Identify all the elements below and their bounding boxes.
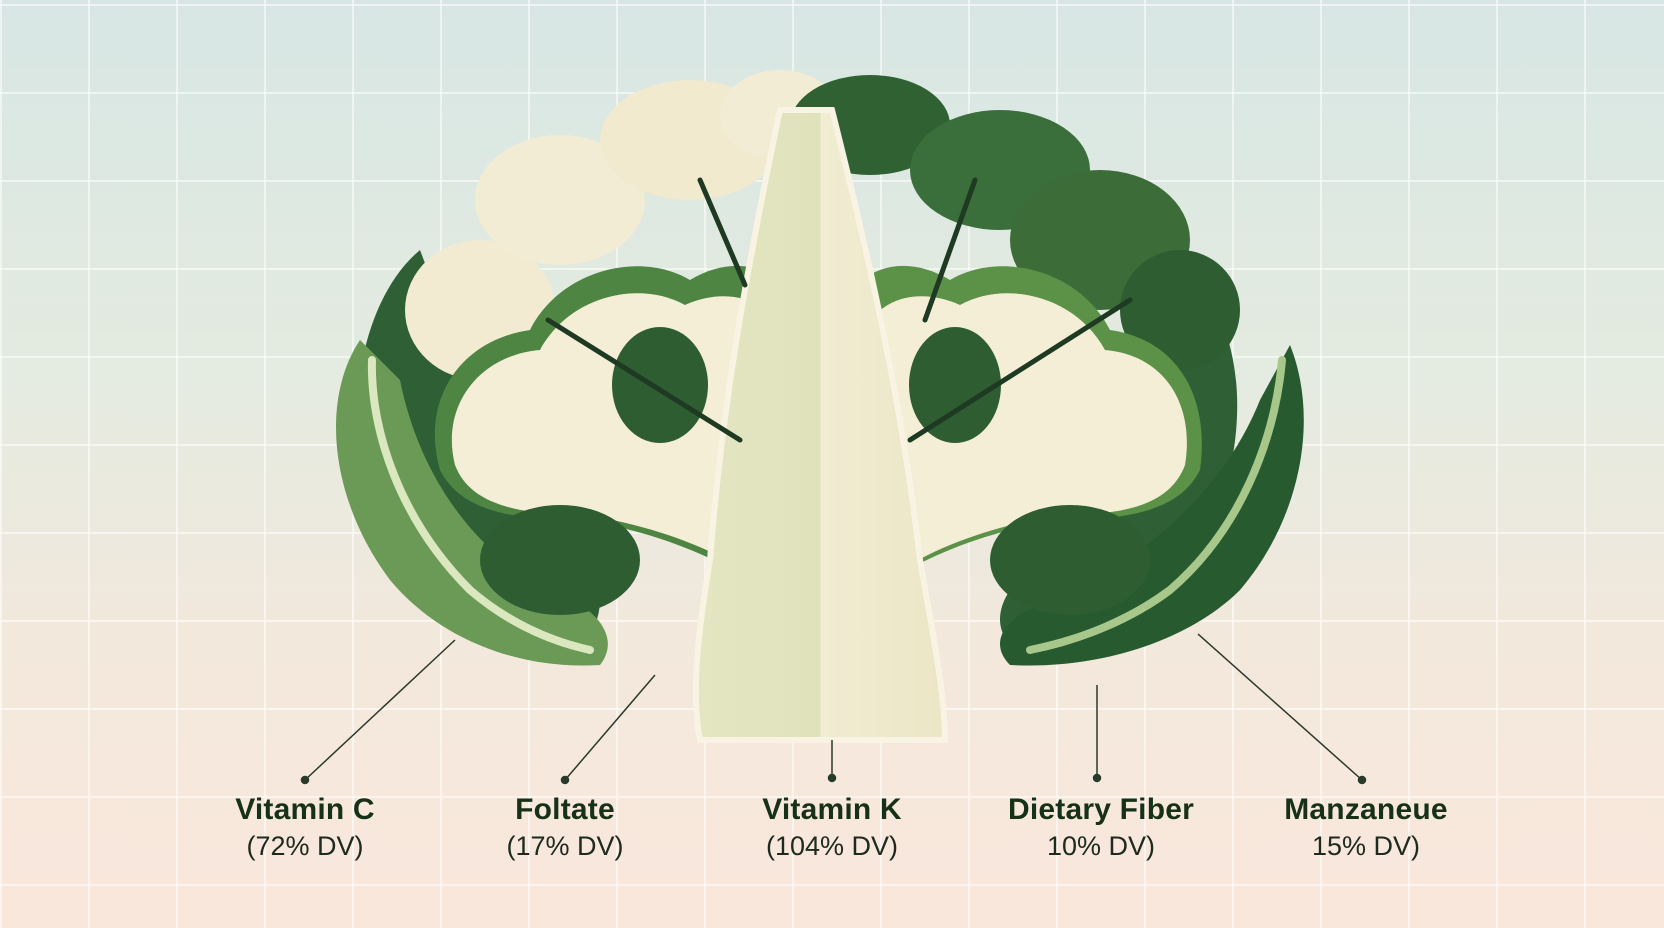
nutrient-value: 15% DV) <box>1311 831 1421 861</box>
nutrient-value: 10% DV) <box>1046 831 1156 861</box>
nutrient-name: Vitamin K <box>762 793 902 826</box>
nutrient-name: Foltate <box>515 793 615 826</box>
stem <box>692 107 949 743</box>
nutrient-value: (72% DV) <box>246 831 364 861</box>
label-vitamin-c: Vitamin C (72% DV) <box>175 792 435 864</box>
nutrient-name: Vitamin C <box>235 793 375 826</box>
nutrient-name: Manzaneue <box>1284 793 1448 826</box>
nutrient-value: (104% DV) <box>765 831 899 861</box>
branch-lines <box>545 177 1133 443</box>
label-manganese: Manzaneue 15% DV) <box>1236 792 1496 864</box>
nutrient-value: (17% DV) <box>506 831 624 861</box>
label-dietary-fiber: Dietary Fiber 10% DV) <box>971 792 1231 864</box>
pointer-lines <box>300 633 1367 785</box>
floret-right <box>840 265 1202 620</box>
label-folate: Foltate (17% DV) <box>435 792 695 864</box>
floret-left <box>434 265 800 620</box>
nutrient-name: Dietary Fiber <box>1008 793 1194 826</box>
label-vitamin-k: Vitamin K (104% DV) <box>702 792 962 864</box>
